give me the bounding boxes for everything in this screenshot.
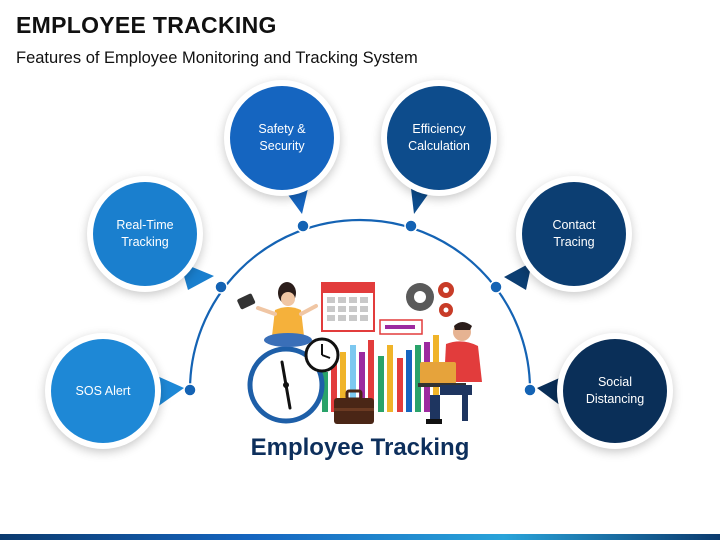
bubble-sos-alert: SOS Alert: [51, 339, 155, 443]
bubble-label-contact-tracing: Contact Tracing: [552, 218, 596, 249]
clock-icon: [247, 346, 325, 424]
footer-bar: [0, 534, 720, 540]
bubble-tail-realtime: [180, 262, 214, 290]
calendar-icon: [321, 282, 375, 332]
arc-node-safety: [296, 219, 310, 233]
person-woman-figure: [237, 282, 318, 347]
message-box-icon: [379, 319, 423, 335]
bubble-safety-security: Safety & Security: [230, 86, 334, 190]
center-label: Employee Tracking: [250, 434, 470, 461]
person-man-figure: [418, 322, 482, 424]
arc-node-distancing: [523, 383, 537, 397]
page-title: EMPLOYEE TRACKING: [16, 12, 277, 38]
bubble-label-safety-security: Safety & Security: [258, 122, 306, 153]
bubble-social-distancing: Social Distancing: [563, 339, 667, 443]
bubble-tail-sos: [146, 371, 184, 412]
bubble-label-real-time-tracking: Real-Time Tracking: [116, 218, 174, 249]
arc-node-efficiency: [404, 219, 418, 233]
arc-node-realtime: [214, 280, 228, 294]
bubble-label-sos-alert: SOS Alert: [75, 383, 131, 398]
arc-node-sos: [183, 383, 197, 397]
bubble-label-social-distancing: Social Distancing: [585, 375, 645, 406]
bubble-tail-contact: [504, 262, 532, 290]
small-clock-icon: [304, 337, 340, 373]
gear-icon: [406, 282, 454, 317]
bubble-real-time-tracking: Real-Time Tracking: [93, 182, 197, 286]
page-subtitle: Features of Employee Monitoring and Trac…: [16, 49, 418, 67]
bubble-label-efficiency-calculation: Efficiency Calculation: [408, 122, 470, 153]
connector-arc: [188, 218, 532, 391]
employee-illustration: [237, 282, 482, 424]
bubble-efficiency-calculation: Efficiency Calculation: [387, 86, 491, 190]
briefcase-icon: [334, 389, 374, 424]
bubble-contact-tracing: Contact Tracing: [522, 182, 626, 286]
arc-node-contact: [489, 280, 503, 294]
